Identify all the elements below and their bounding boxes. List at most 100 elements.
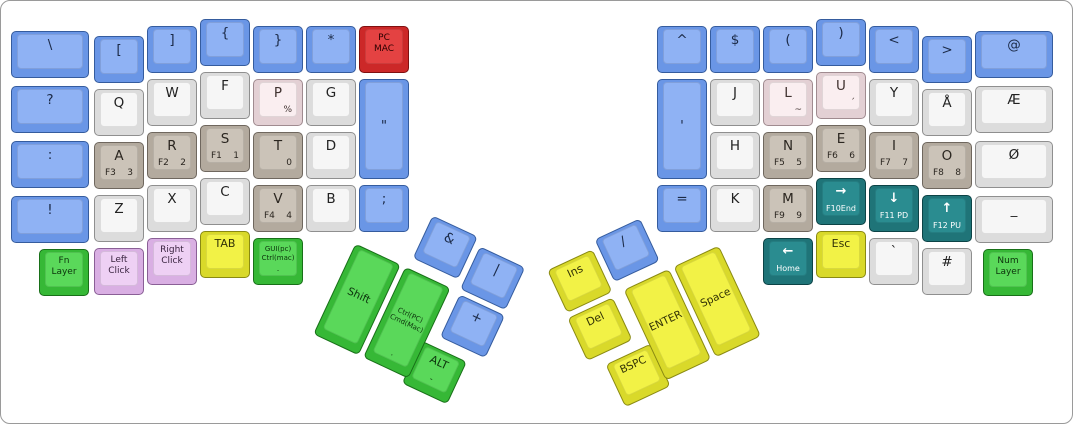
keytop: Æ [981,89,1047,124]
key-u[interactable]: U´ [816,72,866,119]
key-label: Q [113,95,125,111]
sublabel-right: 4 [286,211,292,221]
sublabel-center: . [276,264,280,273]
key-backslash[interactable]: \ [11,31,89,78]
key-equals[interactable]: = [657,185,707,232]
key-colon[interactable]: : [11,141,89,188]
key-label: Y [889,85,899,101]
key-q[interactable]: Q [94,89,144,136]
key-less-than[interactable]: < [869,26,919,73]
key-l[interactable]: L~ [763,79,813,126]
key-underscore[interactable]: _ [975,196,1053,243]
key-f[interactable]: F [200,72,250,119]
key-label: U [836,78,846,94]
key-right-bracket[interactable]: ] [147,26,197,73]
key-sublabels: ~ [774,106,802,115]
keytop: * [312,29,350,64]
key-home[interactable]: ←Home [763,238,813,285]
key-right-paren[interactable]: ) [816,19,866,66]
keytop: > [928,39,966,74]
key-j[interactable]: J [710,79,760,126]
key-k[interactable]: K [710,185,760,232]
sublabel-right: 8 [955,168,961,178]
key-double-quote[interactable]: " [359,79,409,179]
key-at[interactable]: @ [975,31,1053,78]
key-ae[interactable]: Æ [975,86,1053,133]
key-label: | [491,261,503,278]
key-g[interactable]: G [306,79,356,126]
key-asterisk[interactable]: * [306,26,356,73]
key-f12-pgup[interactable]: ↑F12 PU [922,195,972,242]
key-label: ) [838,25,844,41]
keytop: < [875,29,913,64]
key-label: ! [47,202,53,218]
key-b[interactable]: B [306,185,356,232]
key-esc[interactable]: Esc [816,231,866,278]
key-f10-end[interactable]: →F10End [816,178,866,225]
key-left-paren[interactable]: ( [763,26,813,73]
key-y[interactable]: Y [869,79,919,126]
key-apostrophe[interactable]: ' [657,79,707,179]
keytop: # [928,251,966,286]
sublabel-right: % [283,105,292,115]
key-slash[interactable]: / [594,218,660,283]
key-label: } [273,32,283,48]
key-left-brace[interactable]: { [200,19,250,66]
keytop: ' [663,82,701,170]
key-greater-than[interactable]: > [922,36,972,83]
key-right-brace[interactable]: } [253,26,303,73]
key-w[interactable]: W [147,79,197,126]
key-c[interactable]: C [200,178,250,225]
key-question[interactable]: ? [11,86,89,133]
key-z[interactable]: Z [94,195,144,242]
keytop: ( [769,29,807,64]
key-label: X [167,191,177,207]
keytop: ) [822,22,860,57]
key-tab[interactable]: TAB [200,231,250,278]
key-dollar[interactable]: $ [710,26,760,73]
keytop: ↓F11 PD [875,188,913,223]
key-d[interactable]: D [306,132,356,179]
key-label: H [729,138,741,154]
key-aring[interactable]: Å [922,89,972,136]
key-exclamation[interactable]: ! [11,196,89,243]
key-x[interactable]: X [147,185,197,232]
key-left-bracket[interactable]: [ [94,36,144,83]
key-label: * [327,32,335,48]
key-caret[interactable]: ^ [657,26,707,73]
key-h[interactable]: H [710,132,760,179]
key-backtick[interactable]: ` [869,238,919,285]
keytop: " [365,82,403,170]
key-f11-pgdn[interactable]: ↓F11 PD [869,185,919,232]
key-hash[interactable]: # [922,248,972,295]
keytop: F [206,75,244,110]
keytop: ↑F12 PU [928,198,966,233]
key-gui-ctrl[interactable]: GUI(pc)Ctrl(mac). [253,238,303,285]
key-p[interactable]: P% [253,79,303,126]
key-semicolon[interactable]: ; [359,185,409,232]
key-oslash[interactable]: Ø [975,141,1053,188]
key-label: C [220,184,230,200]
